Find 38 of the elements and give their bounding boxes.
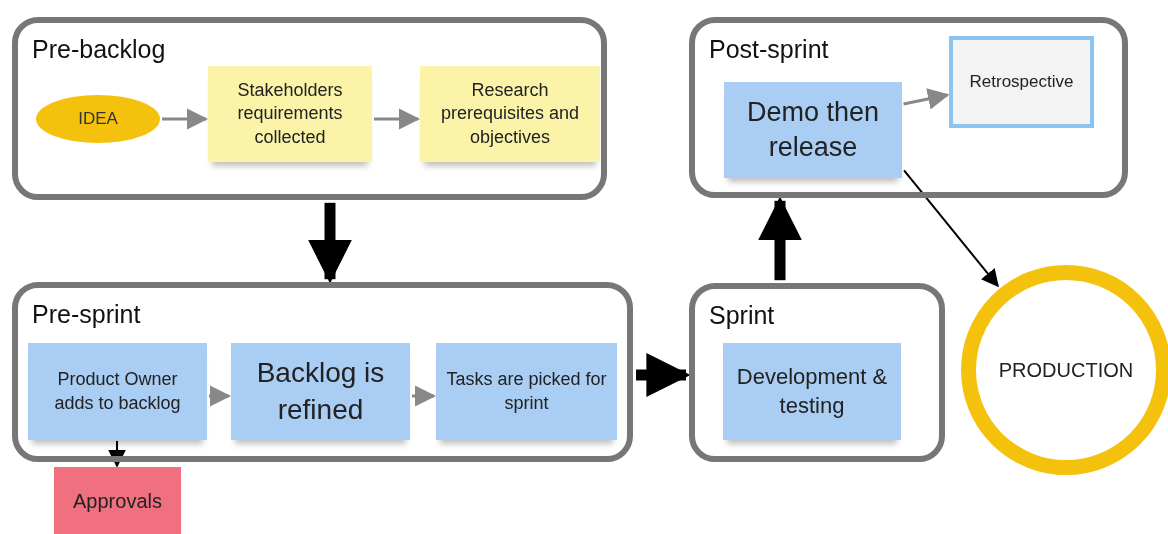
stage-panel bbox=[689, 283, 945, 462]
sticky-note bbox=[208, 66, 372, 162]
thick-arrow bbox=[758, 196, 802, 281]
stage-heading: Pre-backlog bbox=[32, 35, 166, 64]
arrow bbox=[162, 108, 209, 130]
sticky-note bbox=[724, 82, 902, 178]
stage-panel bbox=[12, 282, 633, 462]
note-text: Demo then release bbox=[745, 95, 881, 164]
stage-panel bbox=[12, 17, 607, 200]
stage-heading: Pre-sprint bbox=[32, 300, 141, 329]
sticky-note bbox=[54, 467, 181, 534]
note-text: Backlog is refined bbox=[255, 356, 386, 427]
note-text: Development & testing bbox=[735, 362, 889, 420]
stage-heading: Sprint bbox=[709, 301, 775, 330]
note-text: IDEA bbox=[78, 107, 118, 130]
note-text: PRODUCTION bbox=[998, 358, 1134, 383]
sticky-note bbox=[28, 343, 207, 440]
thick-arrow bbox=[308, 202, 352, 284]
note-text: Approvals bbox=[73, 488, 162, 514]
stage-panel bbox=[689, 17, 1128, 198]
sticky-note bbox=[231, 343, 410, 440]
note-text: Tasks are picked for sprint bbox=[445, 368, 608, 415]
arrow bbox=[108, 440, 126, 468]
note-text: Retrospective bbox=[969, 70, 1074, 93]
arrow bbox=[903, 88, 950, 110]
note-text: Research prerequisites and objectives bbox=[439, 78, 581, 149]
note-text: Product Owner adds to backlog bbox=[53, 368, 182, 415]
sticky-note bbox=[420, 66, 600, 162]
note-text: Stakeholders requirements collected bbox=[236, 78, 344, 149]
arrow bbox=[903, 169, 999, 288]
arrow bbox=[374, 108, 421, 130]
sticky-note bbox=[723, 343, 901, 440]
arrow bbox=[209, 385, 232, 407]
thick-arrow bbox=[636, 353, 691, 397]
sticky-note bbox=[436, 343, 617, 440]
arrow bbox=[412, 385, 437, 407]
stage-heading: Post-sprint bbox=[709, 35, 829, 64]
retrospective-box bbox=[949, 36, 1094, 128]
